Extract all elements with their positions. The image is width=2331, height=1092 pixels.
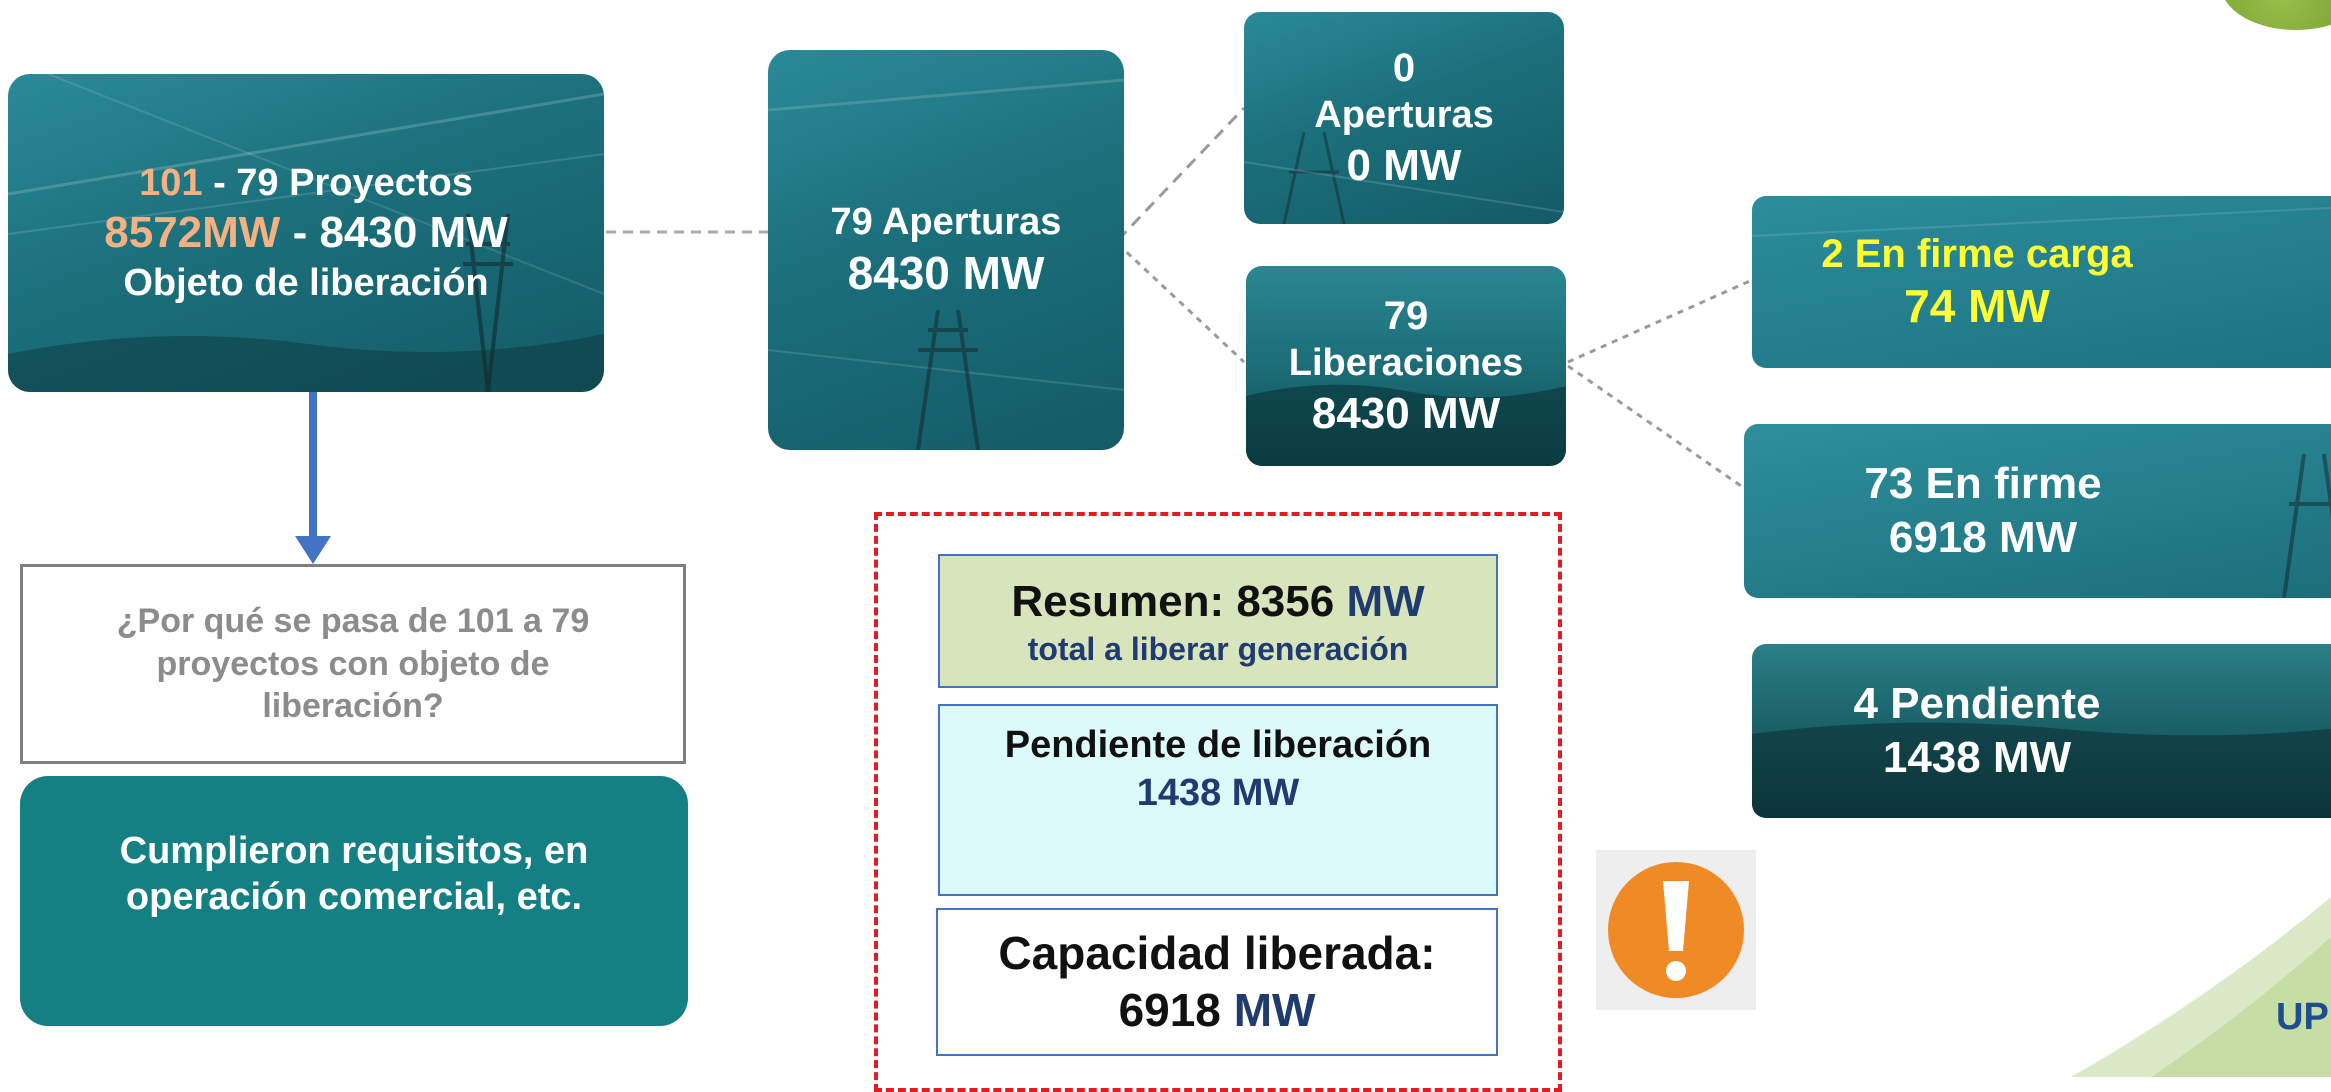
liberaciones-box: 79 Liberaciones 8430 MW <box>1246 266 1566 466</box>
pendiente-box: 4 Pendiente 1438 MW <box>1752 644 2331 818</box>
exclamation-circle-icon <box>1596 850 1756 1010</box>
answer-line-2: operación comercial, etc. <box>125 876 583 919</box>
projects-before: 101 <box>139 161 203 204</box>
pendiente-count: 4 Pendiente <box>1853 679 2101 729</box>
release-object-label: Objeto de liberación <box>123 261 489 304</box>
resumen-subtitle: total a liberar generación <box>1027 630 1409 667</box>
projects-after: - 79 Proyectos <box>202 161 473 204</box>
capacidad-liberada-unit: MW <box>1233 984 1316 1036</box>
aperturas-zero-count: 0 <box>1392 45 1416 90</box>
firme-carga-count: 2 En firme carga <box>1821 231 2133 276</box>
aperturas-total-box: 79 Aperturas 8430 MW <box>768 50 1124 450</box>
firme-carga-box: 2 En firme carga 74 MW <box>1752 196 2331 368</box>
answer-line-1: Cumplieron requisitos, en <box>119 830 589 872</box>
mw-line: 8572MW - 8430 MW <box>104 206 507 260</box>
resumen-unit: MW <box>1346 576 1425 626</box>
resumen-title: Resumen: 8356 MW <box>1011 574 1424 629</box>
liberaciones-mw: 8430 MW <box>1311 388 1501 438</box>
en-firme-count: 73 En firme <box>1864 459 2102 509</box>
corner-decoration-bottom <box>2071 897 2331 1077</box>
capacidad-liberada-box: Capacidad liberada: 6918 MW <box>936 908 1498 1056</box>
upme-logo-text: UPM <box>2276 996 2331 1038</box>
main-projects-box: 101 - 79 Proyectos 8572MW - 8430 MW Obje… <box>8 74 604 392</box>
en-firme-box: 73 En firme 6918 MW <box>1744 424 2331 598</box>
capacidad-liberada-line: 6918 MW <box>1119 982 1316 1040</box>
en-firme-mw: 6918 MW <box>1888 513 2078 562</box>
pendiente-liberacion-box: Pendiente de liberación 1438 MW <box>938 704 1498 896</box>
firme-carga-mw: 74 MW <box>1904 280 2050 333</box>
answer-box: Cumplieron requisitos, en operación come… <box>20 776 688 1026</box>
projects-count-line: 101 - 79 Proyectos <box>104 160 507 206</box>
aperturas-zero-label: Aperturas <box>1314 94 1494 137</box>
aperturas-total-mw: 8430 MW <box>847 247 1045 300</box>
pendiente-liberacion-value: 1438 MW <box>1136 771 1300 814</box>
capacidad-liberada-title: Capacidad liberada: <box>998 926 1436 979</box>
mw-after: - 8430 MW <box>280 208 508 258</box>
resumen-box: Resumen: 8356 MW total a liberar generac… <box>938 554 1498 688</box>
liberaciones-count: 79 <box>1383 293 1429 338</box>
resumen-value: Resumen: 8356 <box>1011 576 1347 626</box>
question-text: ¿Por qué se pasa de 101 a 79 proyectos c… <box>116 602 590 726</box>
question-box: ¿Por qué se pasa de 101 a 79 proyectos c… <box>20 564 686 764</box>
pendiente-mw: 1438 MW <box>1882 733 2072 782</box>
aperturas-zero-mw: 0 MW <box>1346 140 1462 190</box>
upme-logo: UPM <box>2270 992 2331 1044</box>
capacidad-liberada-value: 6918 <box>1118 984 1234 1036</box>
liberaciones-label: Liberaciones <box>1288 342 1524 385</box>
aperturas-total-count: 79 Aperturas <box>830 200 1062 243</box>
pendiente-liberacion-title: Pendiente de liberación <box>1004 724 1432 766</box>
aperturas-zero-box: 0 Aperturas 0 MW <box>1244 12 1564 224</box>
mw-before: 8572MW <box>104 208 281 258</box>
